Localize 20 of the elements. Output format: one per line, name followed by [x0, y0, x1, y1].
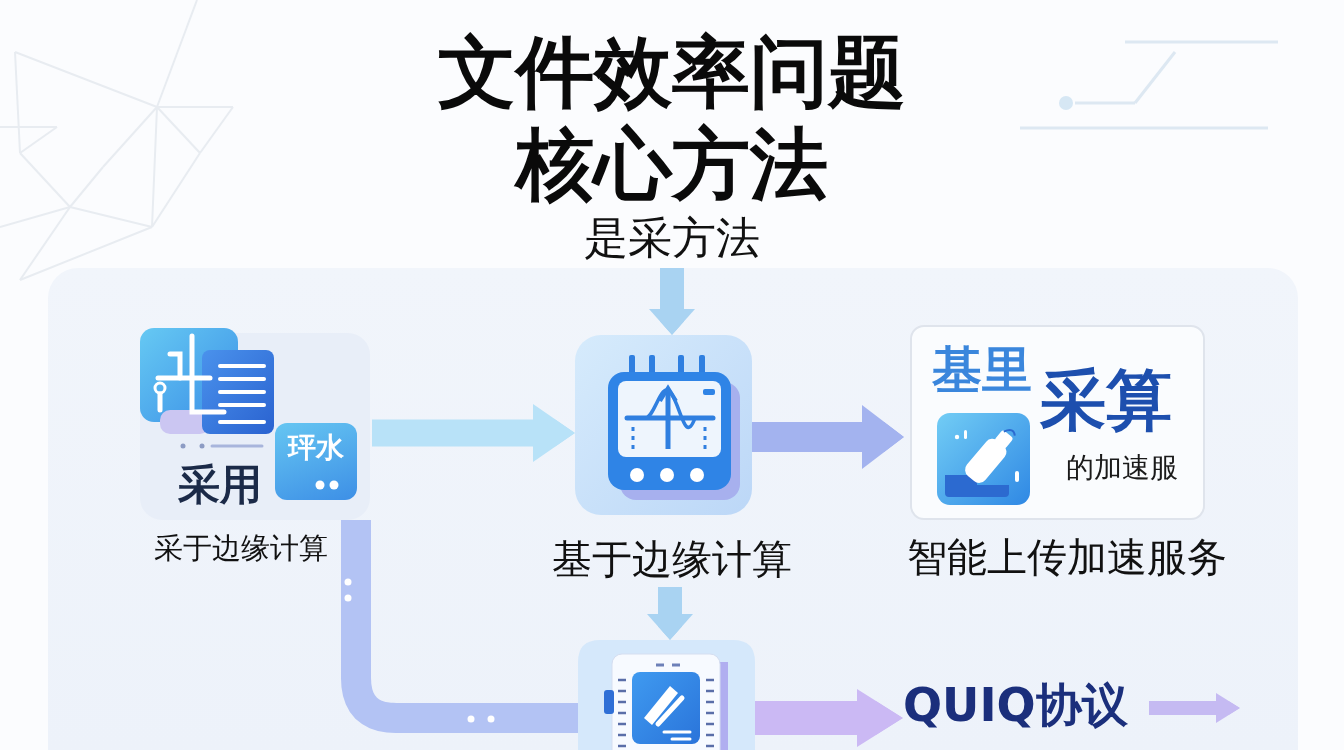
arrow: [755, 689, 903, 747]
label-tile: [275, 423, 357, 500]
card-heading: 采算: [1040, 361, 1173, 441]
card-subtext: 的加速服: [1066, 451, 1179, 485]
arrow: [752, 405, 904, 469]
card-caption: 采于边缘计算: [153, 531, 329, 566]
arrow: [649, 268, 695, 335]
tile-label: 玶水: [286, 431, 345, 465]
arrow: [372, 404, 575, 462]
arrow: [1149, 693, 1240, 723]
connector-pipe: [341, 520, 578, 733]
arrow: [647, 587, 693, 640]
chip-icon: [578, 640, 755, 750]
title: 文件效率问题核心方法: [436, 26, 907, 211]
section-label: 是采方法: [555, 212, 789, 266]
card-title: 采用: [178, 460, 263, 511]
tile-caption: 基于边缘计算: [551, 535, 793, 583]
card-heading: 基里: [932, 340, 1033, 400]
card-caption: 智能上传加速服务: [906, 533, 1228, 581]
protocol-label: QUIQ协议: [903, 678, 1149, 740]
